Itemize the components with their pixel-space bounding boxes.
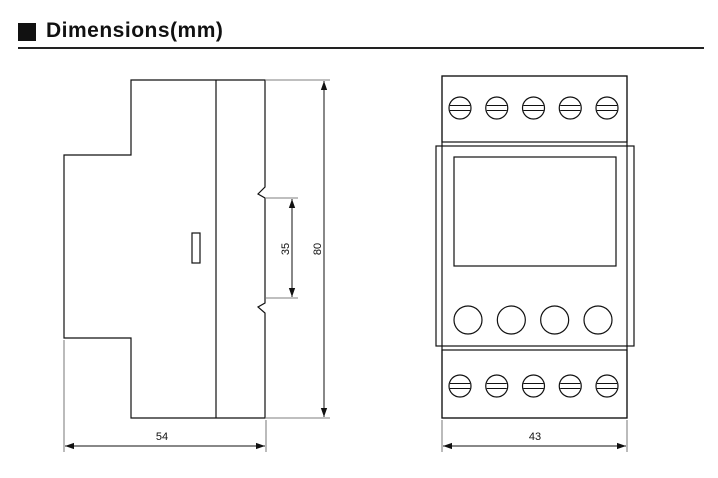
header-square-icon [18,23,36,41]
top-terminal-screw-icon [448,96,472,120]
top-terminal-screw-icon [521,96,546,120]
bottom-terminal-screw-icon [595,374,619,398]
front-width-label: 43 [529,431,541,443]
header-divider [18,47,704,49]
bottom-terminal-screw-icon [558,374,582,398]
button-row [453,305,613,335]
rail-dimension-label: 35 [280,243,292,255]
top-terminal-screw-icon [595,96,619,120]
bottom-terminal-row [448,374,619,398]
front-panel [435,145,635,347]
front-button [496,305,526,335]
section-title: Dimensions(mm) [46,19,224,42]
rail-dimension: 35 [280,199,296,297]
top-terminal-block [441,75,628,143]
side-view-outline [63,79,266,419]
bottom-terminal-screw-icon [485,374,509,398]
top-terminal-row [448,96,619,120]
height-dimension-label: 80 [312,243,324,255]
side-width-label: 54 [156,431,168,443]
side-width-dimension: 54 [65,431,265,450]
display-window [453,156,617,267]
bottom-terminal-block [441,349,628,419]
front-view-outline [441,75,628,419]
front-button [540,305,570,335]
side-view-slot [191,232,201,264]
top-terminal-screw-icon [485,96,509,120]
top-terminal-screw-icon [558,96,582,120]
bottom-terminal-screw-icon [521,374,546,398]
height-dimension: 80 [312,81,328,417]
extension-lines [63,79,628,452]
bottom-terminal-screw-icon [448,374,472,398]
side-view [63,79,266,419]
front-view [435,75,635,419]
front-width-dimension: 43 [443,431,626,450]
front-button [453,305,483,335]
section-header: Dimensions(mm) [18,18,704,49]
front-button [583,305,613,335]
